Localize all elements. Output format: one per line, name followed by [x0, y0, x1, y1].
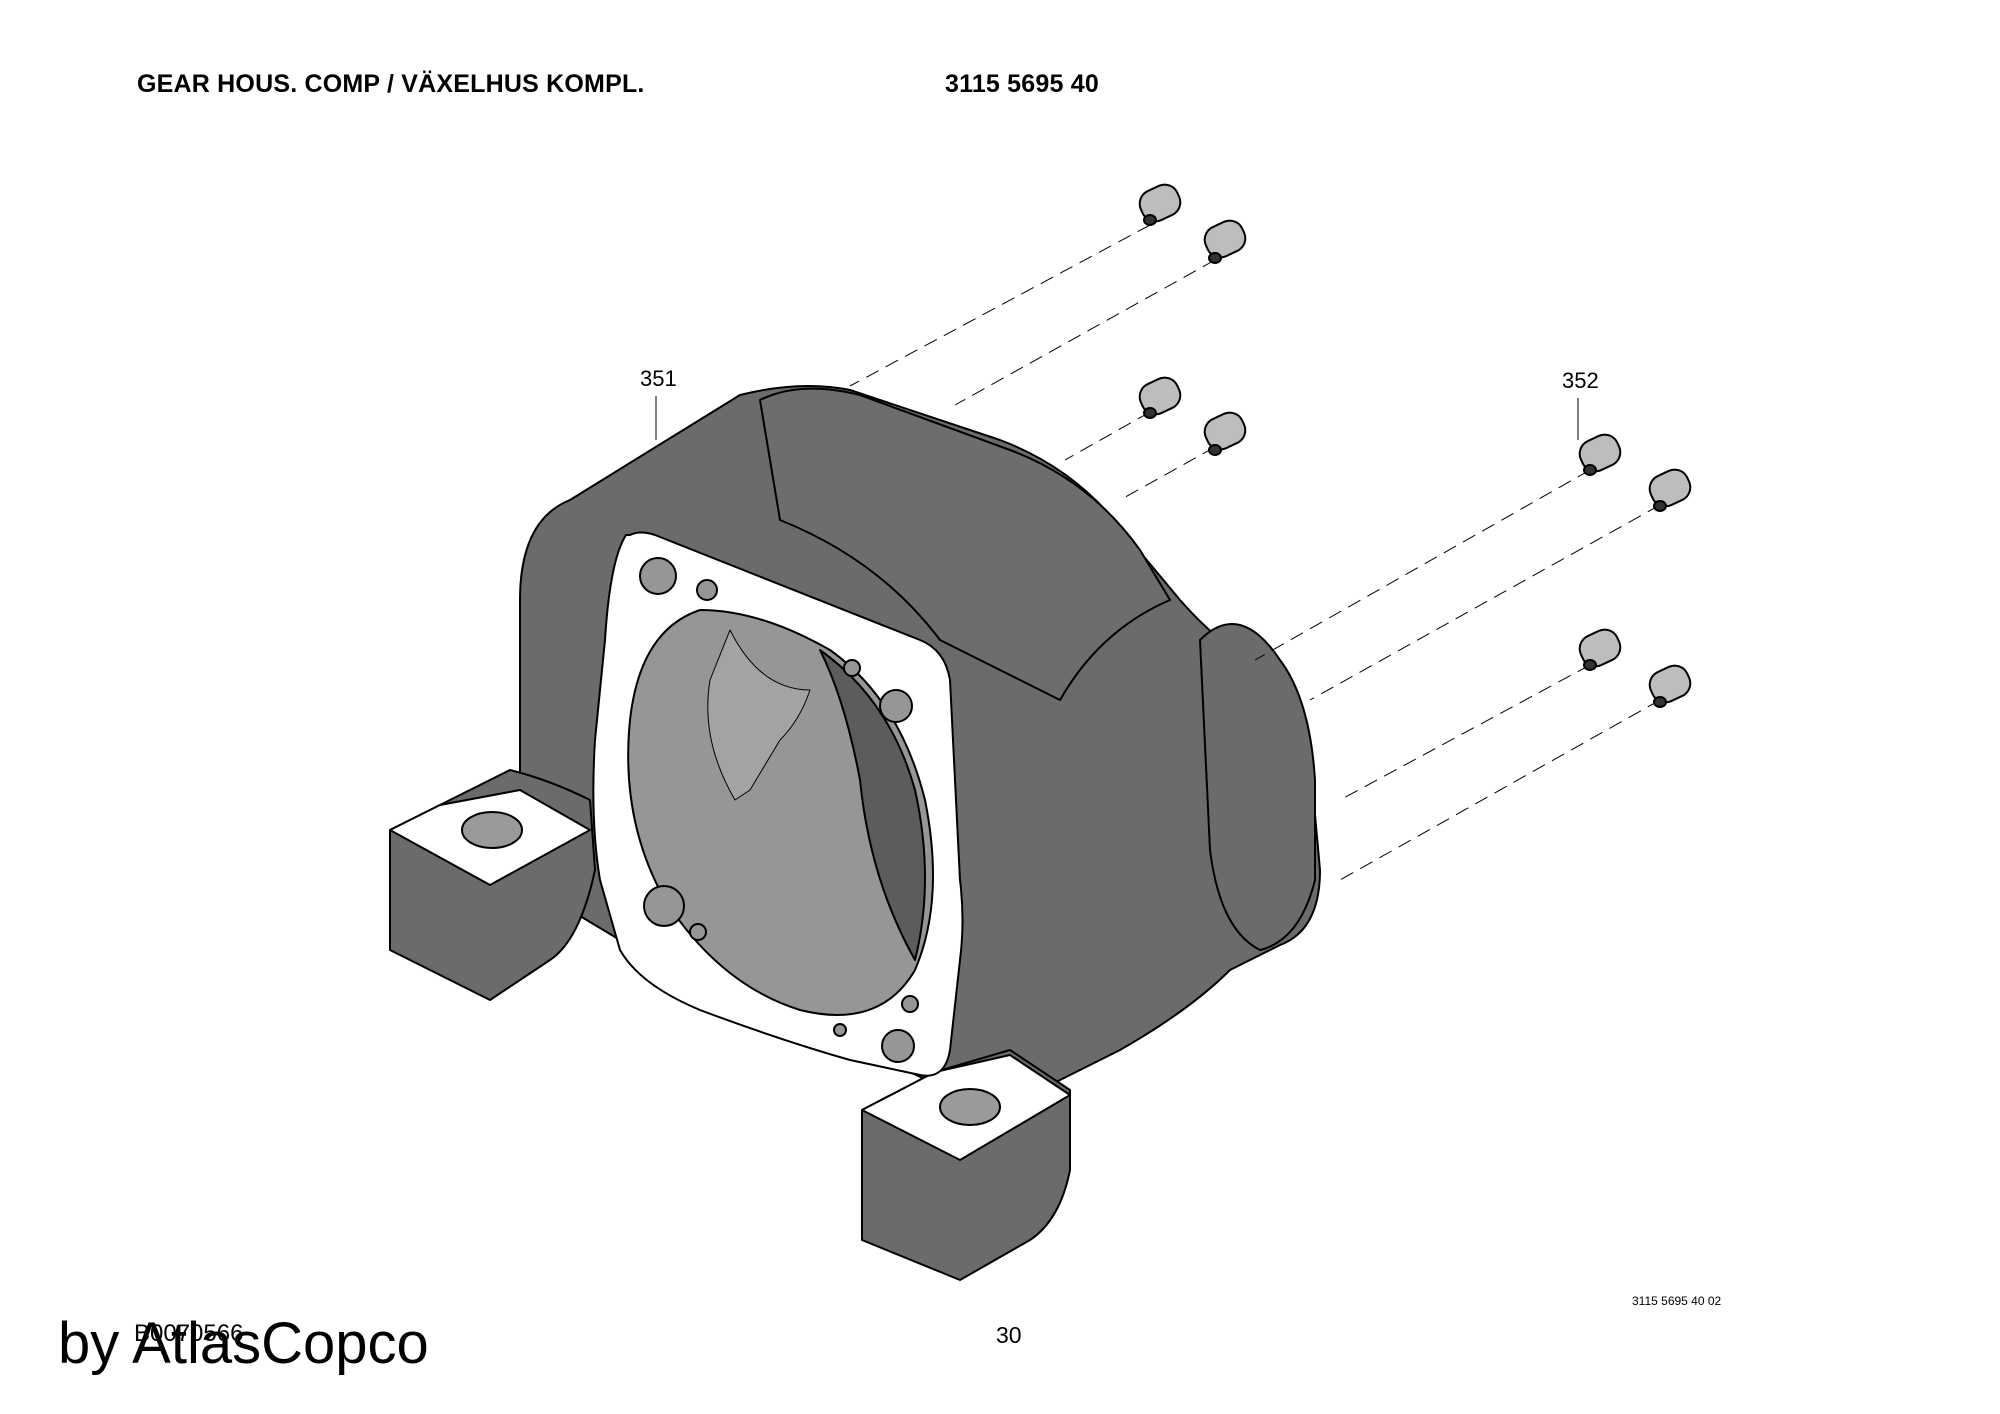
part-number: 3115 5695 40 [945, 70, 1099, 98]
plugs [1138, 183, 1692, 708]
document-title: GEAR HOUS. COMP / VÄXELHUS KOMPL. [137, 70, 645, 98]
plug-3 [1138, 376, 1182, 419]
assembly-lines [849, 224, 1661, 881]
plug-7 [1578, 628, 1622, 671]
plug-5 [1578, 433, 1622, 476]
page-number: 30 [996, 1322, 1022, 1348]
plug-8 [1648, 664, 1692, 708]
callout-352: 352 [1562, 368, 1599, 393]
plug-4 [1203, 411, 1247, 456]
watermark-brand: by AtlasCopco [58, 1311, 429, 1376]
drawing-number: 3115 5695 40 02 [1632, 1294, 1722, 1308]
plug-1 [1138, 183, 1182, 226]
callout-351: 351 [640, 366, 677, 391]
gear-housing [389, 385, 1321, 1281]
plug-6 [1648, 468, 1692, 512]
document-id: B0070566 [134, 1320, 244, 1347]
plug-2 [1203, 219, 1247, 264]
